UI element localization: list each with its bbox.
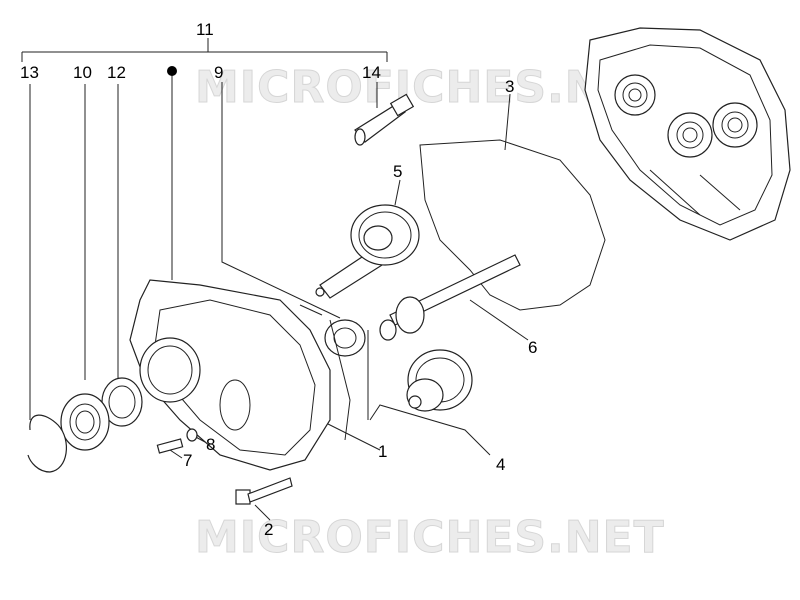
part-3-gasket <box>419 139 606 311</box>
callout-4: 4 <box>496 455 505 474</box>
part-6-output-shaft <box>379 254 521 341</box>
reference-dot-icon <box>167 66 177 76</box>
part-1-cover <box>129 279 351 471</box>
callout-8: 8 <box>206 435 215 454</box>
callout-13: 13 <box>20 63 39 82</box>
callout-11: 11 <box>196 20 214 39</box>
watermark-bottom: MICROFICHES.NET <box>195 512 665 563</box>
part-13-circlip <box>27 414 67 473</box>
callout-14: 14 <box>362 63 381 82</box>
callout-12: 12 <box>107 63 126 82</box>
part-2-bolt <box>235 477 293 505</box>
part-14-speedometer-shaft <box>354 93 415 146</box>
part-9-bearing <box>324 319 366 357</box>
part-8-washer <box>186 428 198 442</box>
leader-lines <box>29 72 529 521</box>
part-3-transmission-case <box>584 27 791 241</box>
part-10-bearing <box>60 393 110 451</box>
callout-2: 2 <box>264 520 273 539</box>
callout-9: 9 <box>214 63 223 82</box>
callout-10: 10 <box>73 63 92 82</box>
part-4-intermediate-gear <box>406 349 473 412</box>
part-5-driven-gear <box>315 204 420 299</box>
group-bracket-11 <box>21 38 388 62</box>
callout-5: 5 <box>393 162 402 181</box>
callout-7: 7 <box>183 451 192 470</box>
callout-6: 6 <box>528 338 537 357</box>
part-7-screw <box>156 438 184 454</box>
callout-3: 3 <box>505 77 514 96</box>
callout-1: 1 <box>378 442 387 461</box>
